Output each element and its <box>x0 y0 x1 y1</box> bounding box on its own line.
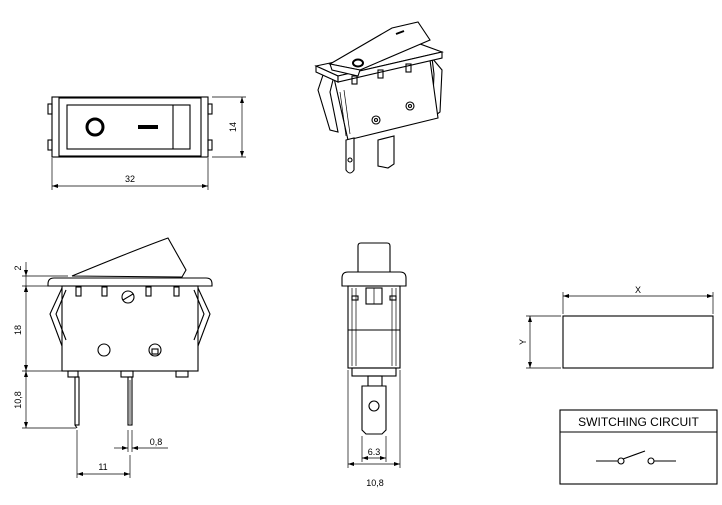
dim-tab-6-3: 6.3 <box>368 447 381 457</box>
cutout-x-label: X <box>635 285 641 295</box>
dim-terminal-10-8: 10,8 <box>13 391 23 409</box>
switch-symbol-icon <box>596 450 676 465</box>
cutout-y-label: Y <box>518 339 528 345</box>
top-view: 32 14 <box>47 96 246 190</box>
dim-width-32: 32 <box>125 174 135 184</box>
off-symbol-icon <box>85 117 105 137</box>
dim-height-14: 14 <box>228 122 238 132</box>
end-view: 6.3 10,8 <box>341 242 407 488</box>
switching-circuit-box: SWITCHING CIRCUIT <box>559 409 718 485</box>
side-view: 2 18 10,8 0,8 11 <box>13 237 213 478</box>
isometric-view <box>314 21 444 174</box>
dim-rocker-2: 2 <box>13 265 23 270</box>
dim-pitch-11: 11 <box>98 462 107 472</box>
dim-width-10-8: 10,8 <box>366 478 384 488</box>
dim-thickness-0-8: 0,8 <box>150 437 163 447</box>
on-symbol-icon <box>138 125 158 129</box>
dim-body-18: 18 <box>13 325 23 335</box>
panel-cutout: X Y <box>518 285 714 369</box>
switching-circuit-title: SWITCHING CIRCUIT <box>578 415 699 429</box>
